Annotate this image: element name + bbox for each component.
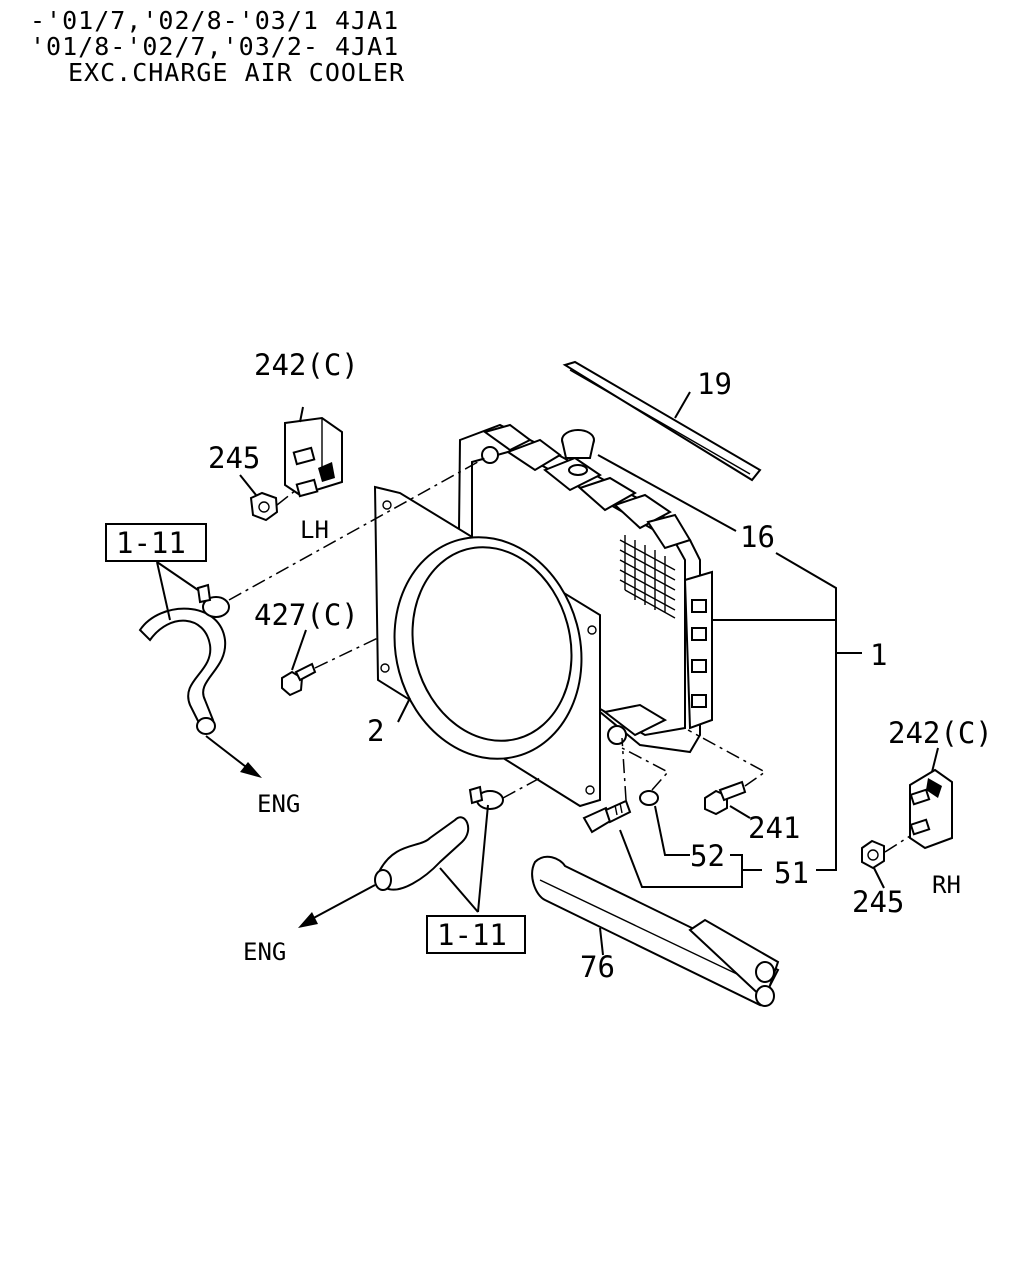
label-seal-19: 19 <box>697 367 732 401</box>
drain-plug <box>582 737 632 834</box>
lower-hose <box>298 777 541 928</box>
fan-shroud <box>373 485 601 808</box>
ref-box-lower <box>426 915 526 954</box>
ref-box-upper <box>105 523 207 562</box>
callout-labels: 242(C) 245 LH 1-11 427(C) 2 ENG 1-11 ENG… <box>116 348 993 984</box>
label-side-rh: RH <box>932 871 961 899</box>
bolt-427 <box>281 636 381 697</box>
header-line-2: '01/8-'02/7,'03/2- 4JA1 <box>30 32 399 61</box>
top-seal-strip <box>562 360 762 482</box>
bracket-lh <box>284 416 343 498</box>
label-side-lh: LH <box>300 516 329 544</box>
label-nut-rh: 245 <box>852 885 904 919</box>
nut-lh <box>249 489 297 522</box>
gasket <box>621 747 670 806</box>
header: -'01/7,'02/8-'03/1 4JA1 '01/8-'02/7,'03/… <box>30 6 405 87</box>
label-hose-76: 76 <box>580 950 615 984</box>
label-shroud: 2 <box>367 714 384 748</box>
label-bracket-lh: 242(C) <box>254 348 359 382</box>
label-bolt-427: 427(C) <box>254 598 359 632</box>
label-eng-upper: ENG <box>257 790 300 818</box>
label-gasket-52: 52 <box>690 839 725 873</box>
leader-lines <box>156 391 939 956</box>
label-ref-hose-upper: 1-11 <box>116 526 186 560</box>
label-eng-lower: ENG <box>243 938 286 966</box>
radiator-cap <box>561 429 595 476</box>
label-bolt-241: 241 <box>748 811 800 845</box>
nut-rh <box>861 835 911 870</box>
label-drain-51: 51 <box>774 856 809 890</box>
bracket-rh <box>909 768 953 850</box>
radiator-core-fins <box>619 535 676 619</box>
hose-76 <box>531 855 780 1007</box>
header-line-1: -'01/7,'02/8-'03/1 4JA1 <box>30 6 399 35</box>
label-ref-hose-lower: 1-11 <box>437 918 507 952</box>
label-radiator-1: 1 <box>870 638 887 672</box>
upper-hose-lh <box>138 457 486 778</box>
label-bracket-rh: 242(C) <box>888 716 993 750</box>
label-cap-16: 16 <box>740 520 775 554</box>
bolt-241 <box>687 729 767 816</box>
label-nut-lh: 245 <box>208 441 260 475</box>
header-line-3: EXC.CHARGE AIR COOLER <box>68 58 405 87</box>
